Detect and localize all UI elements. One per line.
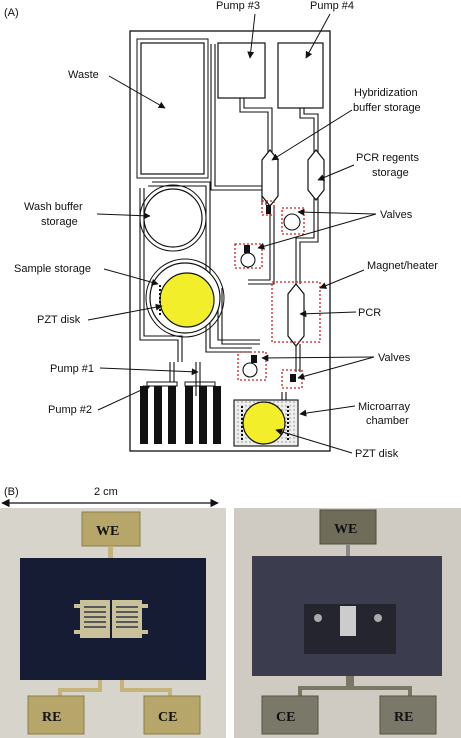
panel-a: (A) (4, 0, 438, 460)
label-pump4: Pump #4 (310, 0, 354, 12)
panel-b-label: (B) (4, 486, 19, 498)
label-valves-top: Valves (380, 209, 413, 221)
scale-bar: 2 cm (1, 486, 219, 508)
left-pad-we: WE (96, 524, 119, 539)
valve-circle-1 (283, 213, 301, 231)
pzt-disk-sample (159, 272, 215, 328)
label-sample: Sample storage (14, 263, 91, 275)
leader-arrows (87, 13, 377, 454)
label-hyb-2: buffer storage (353, 102, 421, 114)
left-interdigitated-electrode (74, 600, 148, 638)
valve-circle-2 (240, 252, 256, 268)
panel-b: (B) 2 cm WE (0, 486, 461, 738)
right-pad-re: RE (394, 710, 413, 725)
label-hyb-1: Hybridization (354, 87, 418, 99)
left-pad-re: RE (42, 710, 61, 725)
right-pad-we: WE (334, 522, 357, 537)
wash-buffer-storage (143, 188, 203, 248)
label-pzt-bottom: PZT disk (355, 448, 399, 460)
label-pcr-reg-1: PCR regents (356, 152, 419, 164)
scale-bar-label: 2 cm (94, 486, 118, 498)
left-chip: WE (0, 508, 226, 738)
valve-circle-3 (242, 362, 258, 378)
pcr-chamber (287, 283, 305, 347)
pcr-reagent-storage (307, 149, 325, 201)
label-micro-1: Microarray (358, 401, 410, 413)
label-pump2: Pump #2 (48, 404, 92, 416)
label-waste: Waste (68, 69, 99, 81)
fluid-channels (139, 44, 319, 402)
label-wash-1: Wash buffer (24, 201, 83, 213)
label-magnet: Magnet/heater (367, 260, 438, 272)
label-pump3: Pump #3 (216, 0, 260, 12)
waste-reservoir (140, 42, 205, 175)
label-micro-2: chamber (366, 415, 409, 427)
label-valves-bottom: Valves (378, 352, 411, 364)
pzt-disk-microarray (242, 401, 286, 445)
label-pzt-left: PZT disk (37, 314, 81, 326)
pump3-chamber (217, 42, 266, 99)
label-pump1: Pump #1 (50, 363, 94, 375)
label-pcr: PCR (358, 307, 381, 319)
label-pcr-reg-2: storage (372, 167, 409, 179)
panel-a-label: (A) (4, 7, 19, 19)
right-pad-ce: CE (276, 710, 295, 725)
hybridization-storage (261, 149, 279, 207)
left-pad-ce: CE (158, 710, 177, 725)
pump-electrodes (140, 381, 221, 444)
label-wash-2: storage (41, 216, 78, 228)
right-chip: WE CE RE (234, 508, 461, 738)
